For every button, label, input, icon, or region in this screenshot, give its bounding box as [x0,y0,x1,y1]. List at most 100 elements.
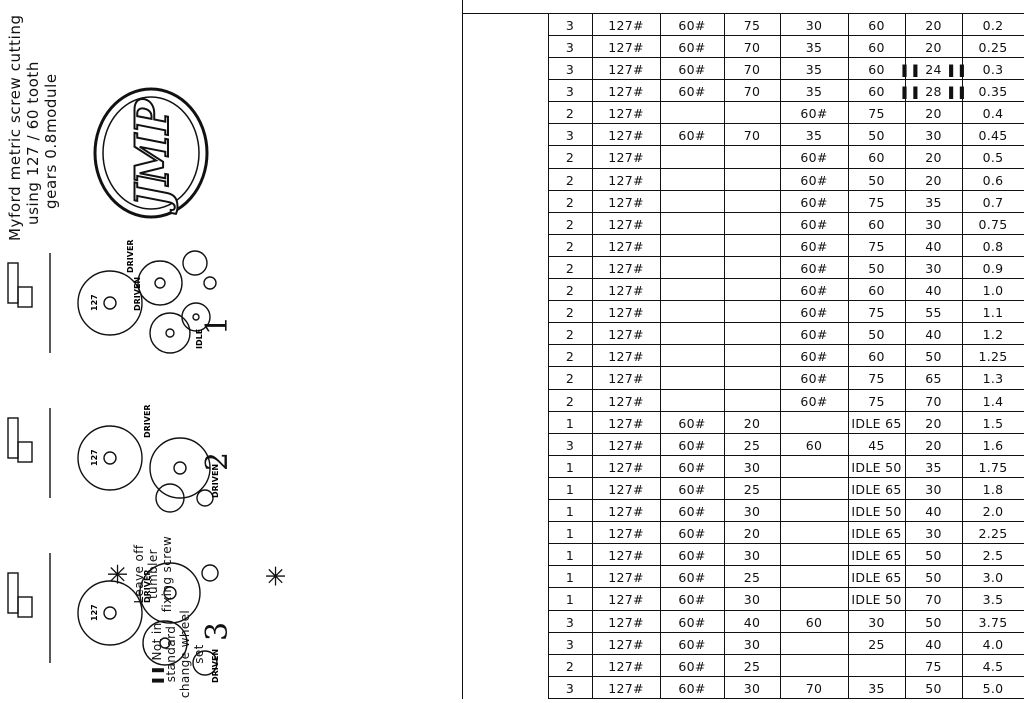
cell-lead: 127# [608,172,644,188]
cell-dn1: 75 [868,194,885,210]
cell-pitch: 0.2 [982,17,1004,33]
cell-dr1b: 70 [805,680,823,696]
cell-lead: 127# [608,194,644,210]
cell-set: 3 [565,437,575,453]
cell-dn1: IDLE 65 [851,569,902,585]
cell-lead: 127# [608,658,644,674]
cell-set: 2 [565,282,575,298]
cell-dn1: IDLE 50 [851,459,902,475]
setup-3-driver-label: DRIVER [143,569,152,603]
jmp-logo: JMP [93,87,209,219]
cell-d1: 55 [925,304,942,320]
setup-2-gear-127-label: 127 [90,449,99,466]
cell-dn1: 35 [868,680,885,696]
cell-lead: 127# [608,282,644,298]
cell-set: 2 [565,348,575,364]
cell-d1: 20 [925,105,942,121]
cell-lead: 127# [608,525,644,541]
cell-dn1: IDLE 65 [851,525,902,541]
cell-dn1: IDLE 65 [851,481,902,497]
cell-set: 1 [565,459,575,475]
cell-dr2: 60# [678,614,706,630]
cell-set: 2 [565,194,575,210]
cell-pitch: 0.9 [982,260,1004,276]
cell-dn1: 75 [868,238,885,254]
cell-pitch: 1.6 [982,437,1004,453]
title-line-2: using 127 / 60 tooth [24,61,42,225]
cell-lead: 127# [608,150,644,166]
cell-set: 1 [565,415,575,431]
setup-3-driven-label: DRIVEN [211,649,220,683]
cell-dr1b: 30 [805,17,823,33]
cell-d1: 30 [925,216,942,232]
cell-lead: 127# [608,260,644,276]
cell-dn1: 75 [868,105,885,121]
cell-dr1b: 60# [800,105,828,121]
cell-dr1b: 60# [800,348,828,364]
cell-pitch: 0.5 [982,150,1004,166]
cell-dn2: 75 [743,17,761,33]
setup-1-diagram: 127 IDLE DRIVER DRIVEN [7,239,217,354]
cell-dr2: 60# [678,437,706,453]
cell-lead: 127# [608,371,644,387]
cell-set: 2 [565,658,575,674]
cell-dr2: 60# [678,61,706,77]
cell-dn1: 75 [868,393,885,409]
setup-1-number: 1 [200,315,235,335]
cell-d1: 40 [925,326,942,342]
cell-pitch: 4.5 [982,658,1004,674]
cell-dr2: 60# [678,680,706,696]
cell-dn1: 50 [868,260,885,276]
cell-lead: 127# [608,127,644,143]
cell-d1: 70 [925,393,942,409]
cell-dr1b: 60 [805,437,823,453]
cell-set: 1 [565,547,575,563]
cell-lead: 127# [608,238,644,254]
header-top-border [462,0,464,699]
cell-dr1b: 60# [800,216,828,232]
cell-pitch: 1.8 [982,481,1004,497]
cell-dn1: 60 [868,282,885,298]
cell-pitch: 2.5 [982,547,1004,563]
cell-dr1b: 60# [800,371,828,387]
cell-pitch: 1.5 [982,415,1004,431]
cell-dr2: 60# [678,636,706,652]
cell-lead: 127# [608,39,644,55]
cell-d1: 20 [925,17,942,33]
cell-dr2: 60# [678,127,706,143]
cell-pitch: 0.4 [982,105,1004,121]
cell-dr2: 60# [678,525,706,541]
cell-d1: ❚❚ 24 ❚❚ [899,61,968,77]
cell-d1: 40 [925,282,942,298]
header-second-stud-driver: DRIVER [668,0,720,1]
cell-lead: 127# [608,393,644,409]
cell-d1: ❚❚ 28 ❚❚ [899,83,968,99]
header-lead-screw: lead screw [596,0,671,1]
cell-dn2: 30 [743,459,761,475]
cell-d1: 65 [925,371,942,387]
cell-dn1: 60 [868,150,885,166]
nonstd-note-mark: ❚❚ [150,664,164,686]
setup-1-driver-label: DRIVER [126,239,135,273]
cell-lead: 127# [608,348,644,364]
header-second-stud-driven: DRIVEN [728,0,781,1]
cell-lead: 127# [608,415,644,431]
cell-lead: 127# [608,680,644,696]
cell-set: 2 [565,105,575,121]
cell-set: 1 [565,569,575,585]
cell-dn1: 25 [868,636,885,652]
cell-d1: 50 [925,614,942,630]
cell-lead: 127# [608,636,644,652]
setup-3-gear-127-label: 127 [90,604,99,621]
header-first-stud-driver-b: DRIVER [790,0,842,1]
setup-2-diagram: 127 DRIVER DRIVEN [7,404,220,513]
cell-dr1b: 60# [800,150,828,166]
cell-dn2: 30 [743,503,761,519]
cell-dn1: 60 [868,83,885,99]
cell-dr1b: 60# [800,282,828,298]
cell-d1: 50 [925,348,942,364]
cell-dn1: IDLE 50 [851,592,902,608]
cell-pitch: 2.25 [978,525,1008,541]
